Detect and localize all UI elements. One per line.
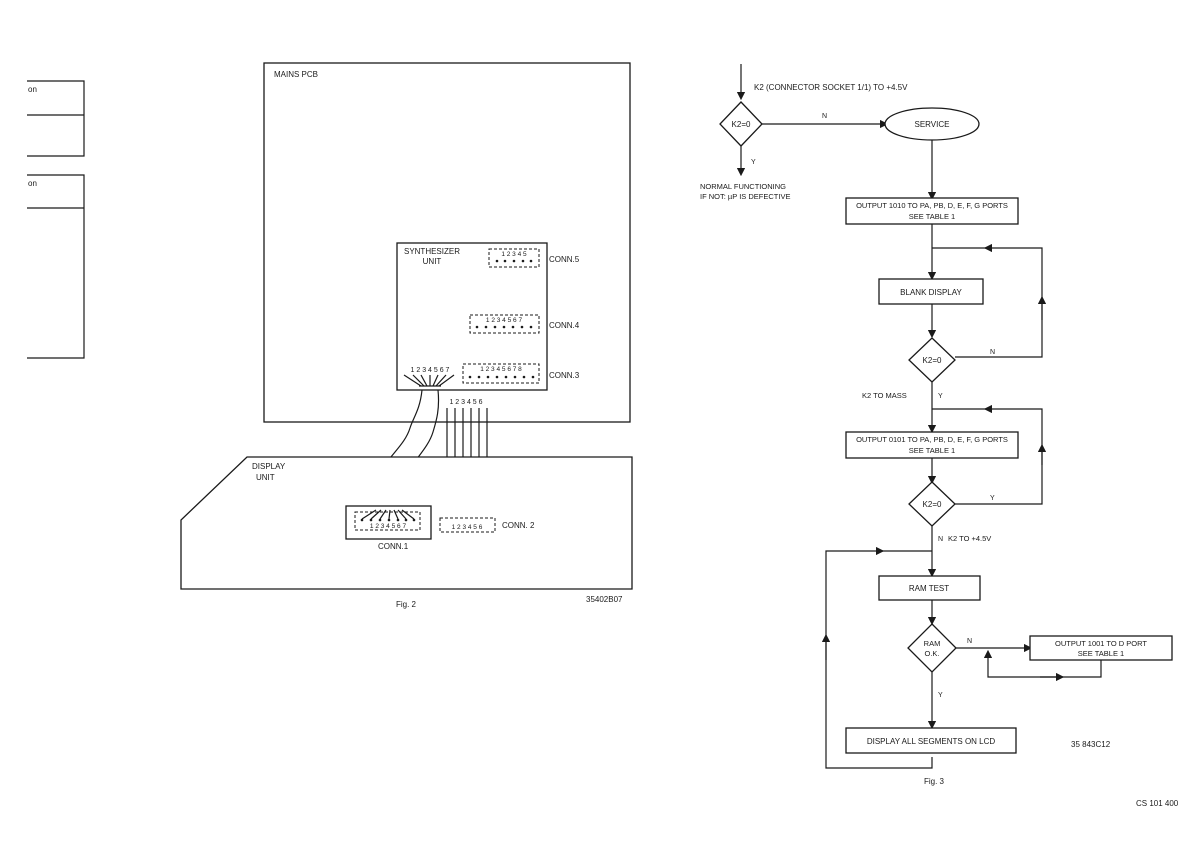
output-1010-label: OUTPUT 1010 TO PA, PB, D, E, F, G PORTS [856,201,1008,210]
conn1-fan-wires [360,509,416,522]
conn2-connector [439,517,496,533]
conn5-connector [488,248,540,268]
synthesizer-unit-label: UNIT [423,257,442,266]
left-table: on on [27,80,85,359]
fig2-caption: Fig. 2 [396,600,417,609]
display-all-label: DISPLAY ALL SEGMENTS ON LCD [867,737,996,746]
conn1-connector [354,511,421,531]
service-label: SERVICE [915,120,950,129]
synth-pin-leads [403,374,455,387]
decision-k2-2-y: Y [938,393,943,400]
synth-pin-numbers: 1 2 3 4 5 6 7 [411,367,450,374]
ram-test-label: RAM TEST [909,584,949,593]
cable2-pin-numbers: 1 2 3 4 5 6 [449,399,482,406]
conn5-label: CONN.5 [549,255,580,264]
normal-functioning-note: NORMAL FUNCTIONING [700,182,786,191]
fig2-drawing-code: 35402B07 [586,595,623,604]
conn2-pin-numbers: 1 2 3 4 5 6 [452,524,483,531]
left-table-header: on [28,179,37,188]
fig2-wiring-diagram: MAINS PCB SYNTHESIZER UNIT 1 2 3 4 5 CON… [180,62,633,609]
display-unit-label: UNIT [256,473,275,482]
decision-k2-3-y: Y [990,495,995,502]
decision-k2-2-label: K2=0 [923,356,942,365]
conn4-connector [469,314,540,334]
conn1-label: CONN.1 [378,542,409,551]
decision-ram-ok [907,623,957,673]
conn4-pin-numbers: 1 2 3 4 5 6 7 [486,317,523,324]
decision-ram-ok-n: N [967,638,972,645]
flow-top-label: K2 (CONNECTOR SOCKET 1/1) TO +4.5V [754,83,908,92]
fig3-caption: Fig. 3 [924,777,945,786]
synthesizer-unit-label: SYNTHESIZER [404,247,460,256]
k2-to-45v-label: K2 TO +4.5V [948,534,991,543]
left-table-header: on [28,85,37,94]
decision-k2-3-n: N [938,536,943,543]
blank-display-label: BLANK DISPLAY [900,288,962,297]
conn5-pins [495,259,533,263]
k2-to-mass-label: K2 TO MASS [862,391,907,400]
decision-ram-ok-label: RAM [924,639,941,648]
display-unit-label: DISPLAY [252,462,286,471]
decision-k2-1-n: N [822,113,827,120]
decision-k2-3-label: K2=0 [923,500,942,509]
left-table-box-bottom [27,174,85,359]
normal-functioning-note: IF NOT: µP IS DEFECTIVE [700,192,790,201]
output-1010-label: SEE TABLE 1 [909,212,955,221]
output-0101-label: SEE TABLE 1 [909,446,955,455]
fig3-drawing-code: 35 843C12 [1071,740,1111,749]
left-table-box-top [27,80,85,157]
conn3-connector [462,363,540,384]
output-1001-label: OUTPUT 1001 TO D PORT [1055,639,1147,648]
decision-k2-1-y: Y [751,159,756,166]
conn4-pins [475,325,533,329]
decision-k2-1-label: K2=0 [732,120,751,129]
conn5-pin-numbers: 1 2 3 4 5 [501,251,527,258]
decision-ram-ok-y: Y [938,692,943,699]
decision-k2-2-n: N [990,349,995,356]
display-all-box [845,727,1017,754]
page-footer-code: CS 101 400 [1136,799,1179,808]
conn2-label: CONN. 2 [502,521,535,530]
conn4-label: CONN.4 [549,321,580,330]
decision-ram-ok-label: O.K. [924,649,939,658]
conn3-pin-numbers: 1 2 3 4 5 6 7 8 [480,366,522,373]
flow-return-loop [825,546,933,769]
output-0101-box [845,431,1019,459]
mains-pcb-label: MAINS PCB [274,70,318,79]
conn3-pins [468,375,535,379]
output-1010-box [845,197,1019,225]
fig3-flowchart: K2 (CONNECTOR SOCKET 1/1) TO +4.5V K2=0 … [700,64,1173,786]
ram-test-box [878,575,981,601]
conn1-pin-numbers: 1 2 3 4 5 6 7 [370,523,407,530]
conn3-label: CONN.3 [549,371,580,380]
blank-display-box [878,278,984,305]
output-1001-label: SEE TABLE 1 [1078,649,1124,658]
output-0101-label: OUTPUT 0101 TO PA, PB, D, E, F, G PORTS [856,435,1008,444]
